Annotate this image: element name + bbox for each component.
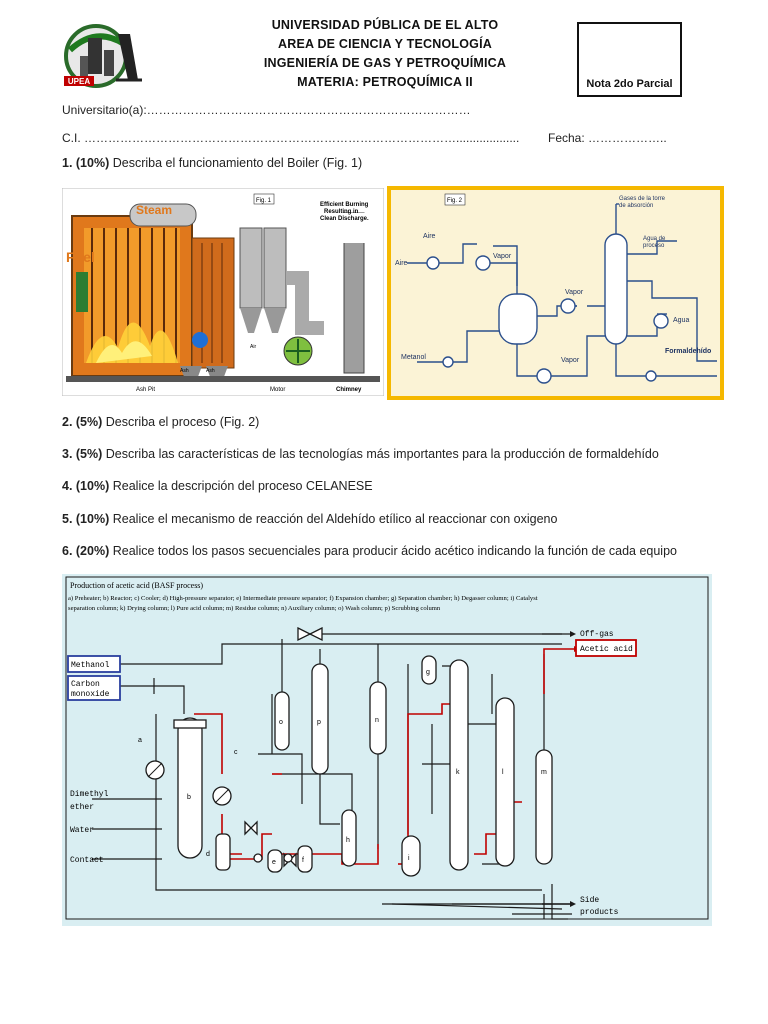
grade-box[interactable]: Nota 2do Parcial — [577, 22, 682, 97]
fig3-contact: Contact — [70, 856, 104, 865]
fig3-title: Production of acetic acid (BASF process) — [70, 581, 203, 590]
question-3-text: Describa las características de las tecn… — [105, 447, 659, 461]
question-5-number: 5. (10%) — [62, 512, 110, 526]
fig1-steam-label: Steam — [136, 203, 172, 217]
question-5: 5. (10%) Realice el mecanismo de reacció… — [62, 512, 557, 526]
fig3-label-i: i — [408, 855, 410, 862]
fig3-side-2: products — [580, 908, 619, 917]
fig2-tag: Fig. 2 — [447, 198, 463, 204]
fig1-efficient-2: Resulting in — [324, 209, 359, 215]
student-name-field[interactable]: Universitario(a):……………………………………………………………… — [62, 103, 471, 117]
fig2-vapor-3: Vapor — [561, 357, 580, 364]
logo-text: UPEA — [68, 77, 90, 86]
fig2-vapor-1: Vapor — [493, 253, 512, 260]
question-4: 4. (10%) Realice la descripción del proc… — [62, 479, 373, 493]
fig2-formaldehido: Formaldehído — [665, 348, 711, 355]
area-name: AREA DE CIENCIA Y TECNOLOGÍA — [278, 37, 492, 51]
fig3-label-g: g — [426, 669, 430, 676]
fig3-label-m: m — [541, 769, 547, 776]
question-6: 6. (20%) Realice todos los pasos secuenc… — [62, 544, 677, 558]
fig1-chimney: Chimney — [336, 387, 362, 393]
career-name: INGENIERÍA DE GAS Y PETROQUÍMICA — [263, 56, 507, 70]
figure-2-formaldehyde-process: Fig. 2 — [387, 186, 724, 400]
question-4-text: Realice la descripción del proceso CELAN… — [112, 479, 373, 493]
fig3-dme-1: Dimethyl — [70, 790, 109, 799]
question-6-number: 6. (20%) — [62, 544, 110, 558]
fig1-ash-pit: Ash Pit — [136, 387, 155, 393]
question-1-number: 1. (10%) — [62, 156, 110, 170]
question-1: 1. (10%) Describa el funcionamiento del … — [62, 156, 362, 170]
fig3-label-n: n — [375, 717, 379, 724]
fig1-tag: Fig. 1 — [256, 198, 272, 204]
fig2-aire-top: Aire — [423, 233, 436, 240]
date-field[interactable]: Fecha: ……………….. — [548, 131, 667, 145]
ci-field[interactable]: C.I. …………………………………………………………………………………....… — [62, 131, 520, 145]
question-6-text: Realice todos los pasos secuenciales par… — [112, 544, 677, 558]
fig3-label-l: l — [502, 769, 504, 776]
question-2: 2. (5%) Describa el proceso (Fig. 2) — [62, 415, 259, 429]
fig2-gases-2: de absorción — [619, 203, 653, 209]
fig3-label-k: k — [456, 769, 460, 776]
question-1-text: Describa el funcionamiento del Boiler (F… — [112, 156, 363, 170]
question-2-text: Describa el proceso (Fig. 2) — [105, 415, 260, 429]
fig3-label-a: a — [138, 737, 142, 744]
fig2-metanol: Metanol — [401, 354, 426, 361]
question-4-number: 4. (10%) — [62, 479, 110, 493]
fig3-label-b: b — [187, 794, 191, 801]
fig3-side-1: Side — [580, 896, 599, 905]
fig3-label-f: f — [302, 857, 304, 864]
fig3-water: Water — [70, 826, 94, 835]
fig2-agua-proceso-2: proceso — [643, 243, 665, 249]
fig3-label-e: e — [272, 859, 276, 866]
fig3-acetic: Acetic acid — [580, 645, 633, 654]
grade-box-label: Nota 2do Parcial — [586, 78, 673, 90]
fig3-legend-2: separation column; k) Drying column; l) … — [68, 605, 441, 612]
fig3-offgas: Off-gas — [580, 630, 614, 639]
fig3-label-d: d — [206, 851, 210, 858]
figure-1-boiler: Steam Fuel Efficient Burning Resulting i… — [61, 187, 385, 397]
fig3-legend-1: a) Preheater; b) Reactor; c) Cooler; d) … — [68, 595, 538, 602]
fig3-label-o: o — [279, 719, 283, 726]
fig1-ash-hopper-2: Ash — [206, 368, 215, 374]
question-5-text: Realice el mecanismo de reacción del Ald… — [112, 512, 558, 526]
question-3-number: 3. (5%) — [62, 447, 103, 461]
fig1-fuel-label: Fuel — [66, 249, 95, 265]
fig3-dme-2: ether — [70, 803, 94, 812]
university-logo: UPEA — [58, 20, 144, 96]
subject-name: MATERIA: PETROQUÍMICA II — [297, 75, 473, 89]
fig2-gases-1: Gases de la torre — [619, 196, 666, 202]
university-name: UNIVERSIDAD PÚBLICA DE EL ALTO — [271, 18, 499, 32]
figure-3-basf-acetic-acid: Production of acetic acid (BASF process)… — [62, 574, 712, 926]
question-3: 3. (5%) Describa las características de … — [62, 447, 659, 461]
fig1-efficient-1: Efficient Burning — [320, 202, 369, 208]
fig2-agua: Agua — [673, 317, 689, 324]
fig1-motor: Motor — [270, 387, 285, 393]
question-2-number: 2. (5%) — [62, 415, 103, 429]
fig1-ash-hopper-1: Ash — [180, 368, 189, 374]
fig3-label-h: h — [346, 837, 350, 844]
fig1-efficient-3: Clean Discharge. — [320, 216, 369, 222]
fig2-vapor-2: Vapor — [565, 289, 584, 296]
fig3-co-1: Carbon — [71, 680, 100, 689]
fig3-label-p: p — [317, 719, 321, 726]
fig3-co-2: monoxide — [71, 690, 110, 699]
fig1-air-lock: Air — [250, 344, 256, 350]
fig3-label-c: c — [234, 749, 238, 756]
fig2-aire-left: Aire — [395, 260, 408, 267]
fig3-methanol: Methanol — [71, 661, 110, 670]
fig2-agua-proceso-1: Agua de — [643, 236, 666, 242]
